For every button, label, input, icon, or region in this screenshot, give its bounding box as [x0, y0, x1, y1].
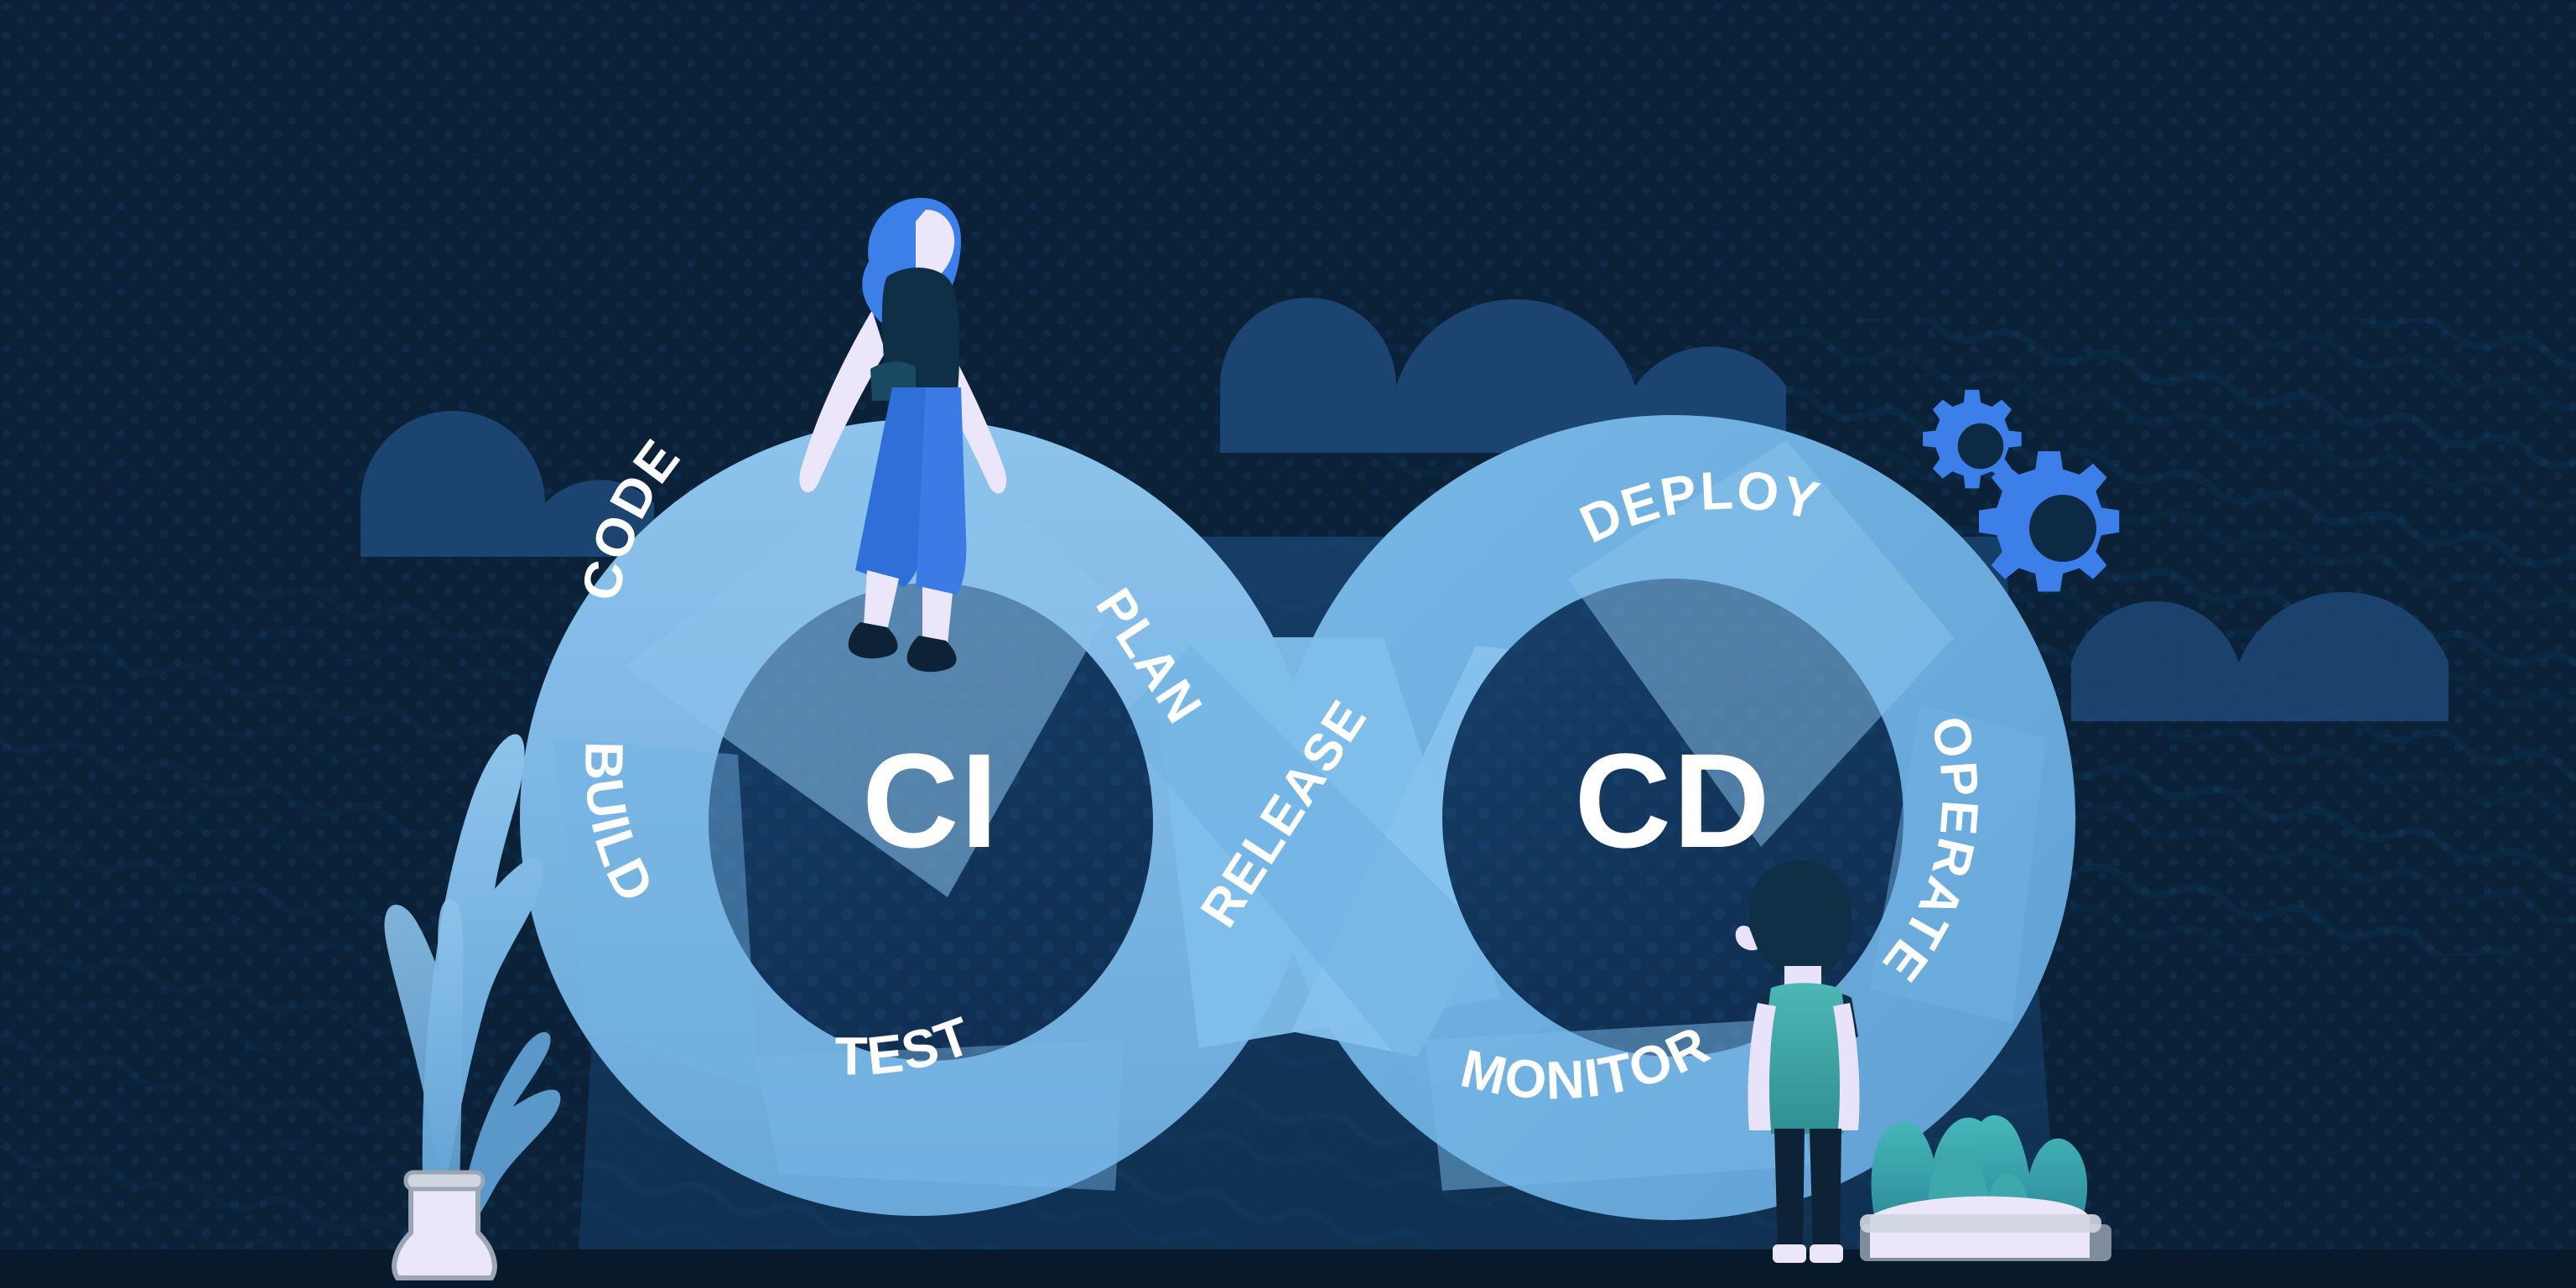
- loop-facet-monitor: [1426, 1019, 1811, 1191]
- gear-small-icon: [1923, 389, 2022, 489]
- planter-box-prop: [1860, 1114, 2111, 1261]
- man-pants-left: [1774, 1129, 1805, 1249]
- planter-rim: [1860, 1214, 2101, 1233]
- plant-leaf-mid: [384, 898, 464, 1220]
- label-cd-text: CD: [1574, 725, 1771, 875]
- loop-facet-operate: [1870, 704, 2046, 1023]
- loop-facet-test: [755, 1040, 1124, 1191]
- cloud-right: [2071, 591, 2449, 721]
- man-vest: [1766, 983, 1847, 1134]
- woman-shoe-left: [848, 622, 898, 659]
- loop-facet-code: [625, 432, 1115, 897]
- plant-vase-prop: [384, 734, 561, 1280]
- loop-facet-cross: [1115, 646, 1568, 1090]
- woman-face: [916, 210, 955, 282]
- woman-top: [881, 267, 960, 392]
- woman-leg-left: [864, 570, 899, 631]
- gear-large-icon: [1978, 451, 2120, 592]
- loop-facet-build: [553, 738, 759, 1090]
- man-hair: [1748, 860, 1852, 979]
- vase: [392, 1180, 497, 1280]
- man-arm-left: [1748, 1003, 1776, 1130]
- ground-strip: [0, 1249, 2576, 1288]
- man-shoe-right: [1810, 1244, 1843, 1263]
- character-man: [1735, 860, 1860, 1263]
- man-arm-right: [1833, 1003, 1860, 1130]
- man-shoe-left: [1773, 1244, 1806, 1263]
- cloud-mid: [1220, 298, 1786, 453]
- cloud-left: [361, 411, 662, 557]
- man-pants-right: [1810, 1129, 1841, 1249]
- loop-facet-deploy: [1568, 440, 1954, 847]
- woman-shoe-right: [906, 636, 957, 673]
- label-ci-text: CI: [862, 725, 1000, 875]
- vase-rim: [403, 1170, 486, 1192]
- woman-leg-right: [922, 587, 953, 644]
- woman-pants-left: [855, 387, 939, 587]
- plant-leaf-small: [460, 1031, 561, 1220]
- man-ear: [1735, 925, 1758, 951]
- woman-pants-right: [916, 387, 967, 595]
- label-ci: CI: [862, 725, 1000, 875]
- loop-center-labels: CI CD: [862, 725, 1771, 875]
- woman-arm-left: [799, 310, 886, 493]
- infinity-loop: [520, 415, 2075, 1220]
- label-cd: CD: [1574, 725, 1771, 875]
- character-woman: [799, 198, 1007, 673]
